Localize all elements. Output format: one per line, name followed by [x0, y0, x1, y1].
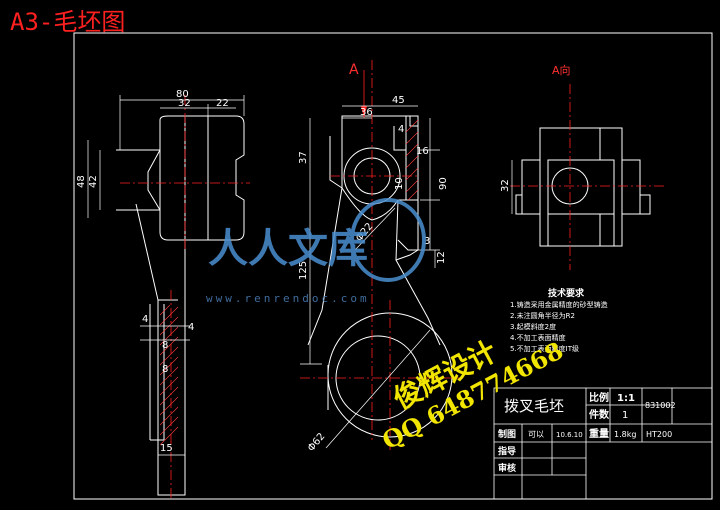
count-value: 1: [622, 410, 628, 421]
drawn-label: 制图: [498, 428, 516, 440]
view-label-a: A: [349, 62, 359, 78]
drawn-name: 可以: [528, 430, 544, 439]
dim-phi62: Φ62: [306, 431, 328, 454]
view-label-a-dir: A向: [552, 63, 571, 77]
weight-label: 重量: [589, 427, 609, 440]
watermark-brand: 人人文库 www.renrendoc.com: [206, 198, 426, 305]
watermark-brand-cn: 人人文库: [208, 226, 368, 272]
dim-80: 80: [176, 89, 189, 100]
scale-value: 1:1: [617, 393, 635, 404]
dim-32-a-view: 32: [500, 179, 511, 192]
dim-36: 36: [360, 107, 373, 118]
dim-4-right: 4: [188, 322, 194, 333]
watermark-brand-url: www.renrendoc.com: [206, 292, 370, 305]
dim-8-upper: 8: [162, 340, 168, 351]
dim-12: 12: [436, 251, 447, 264]
left-view-dims: [87, 95, 245, 456]
a-view-centerlines: [510, 84, 664, 270]
dim-4-left: 4: [142, 314, 148, 325]
drawing-code: 831002: [645, 401, 676, 410]
tech-req-heading: 技术要求: [548, 287, 585, 299]
dim-48: 48: [76, 175, 87, 188]
tech-req-item-4: 4.不加工表面精度: [510, 333, 566, 342]
left-view-centerlines: [120, 95, 250, 500]
dim-125: 125: [298, 261, 309, 280]
drawn-date: 10.6.10: [556, 431, 583, 439]
main-view-dims: [300, 105, 440, 449]
tech-req-item-2: 2.未注圆角半径为R2: [510, 311, 575, 320]
a-view: [515, 127, 651, 247]
scale-label: 比例: [589, 391, 609, 404]
tech-req-item-1: 1.铸造采用金属精度的砂型铸造: [510, 300, 608, 309]
dim-15: 15: [160, 443, 173, 454]
left-view: [116, 115, 245, 496]
title-block: [493, 387, 713, 500]
main-view-hatch: [405, 119, 419, 201]
dim-16: 16: [416, 146, 429, 157]
dim-32: 32: [178, 98, 191, 109]
tech-req-item-3: 3.起模斜度2度: [510, 322, 556, 331]
material: HT200: [646, 430, 672, 439]
dim-10: 10: [394, 177, 405, 190]
dim-37: 37: [298, 151, 309, 164]
sheet-border: [73, 32, 713, 500]
dim-4-top: 4: [398, 124, 404, 135]
count-label: 件数: [589, 408, 610, 421]
dim-3: 3: [424, 236, 430, 247]
tech-req-item-5: 5.不加工表面精度IT级: [510, 344, 579, 353]
dim-8-lower: 8: [162, 364, 168, 375]
part-name: 拨叉毛坯: [504, 397, 564, 415]
dim-42: 42: [88, 175, 99, 188]
dim-22: 22: [216, 98, 229, 109]
dim-45: 45: [392, 95, 405, 106]
tech-requirements: 技术要求 1.铸造采用金属精度的砂型铸造 2.未注圆角半径为R2 3.起模斜度2…: [510, 287, 608, 353]
sheet-title: A3-毛坯图: [10, 8, 126, 36]
dim-90: 90: [438, 177, 449, 190]
review-label: 审核: [498, 462, 516, 474]
weight-value: 1.8kg: [614, 430, 636, 439]
guide-label: 指导: [498, 445, 516, 457]
